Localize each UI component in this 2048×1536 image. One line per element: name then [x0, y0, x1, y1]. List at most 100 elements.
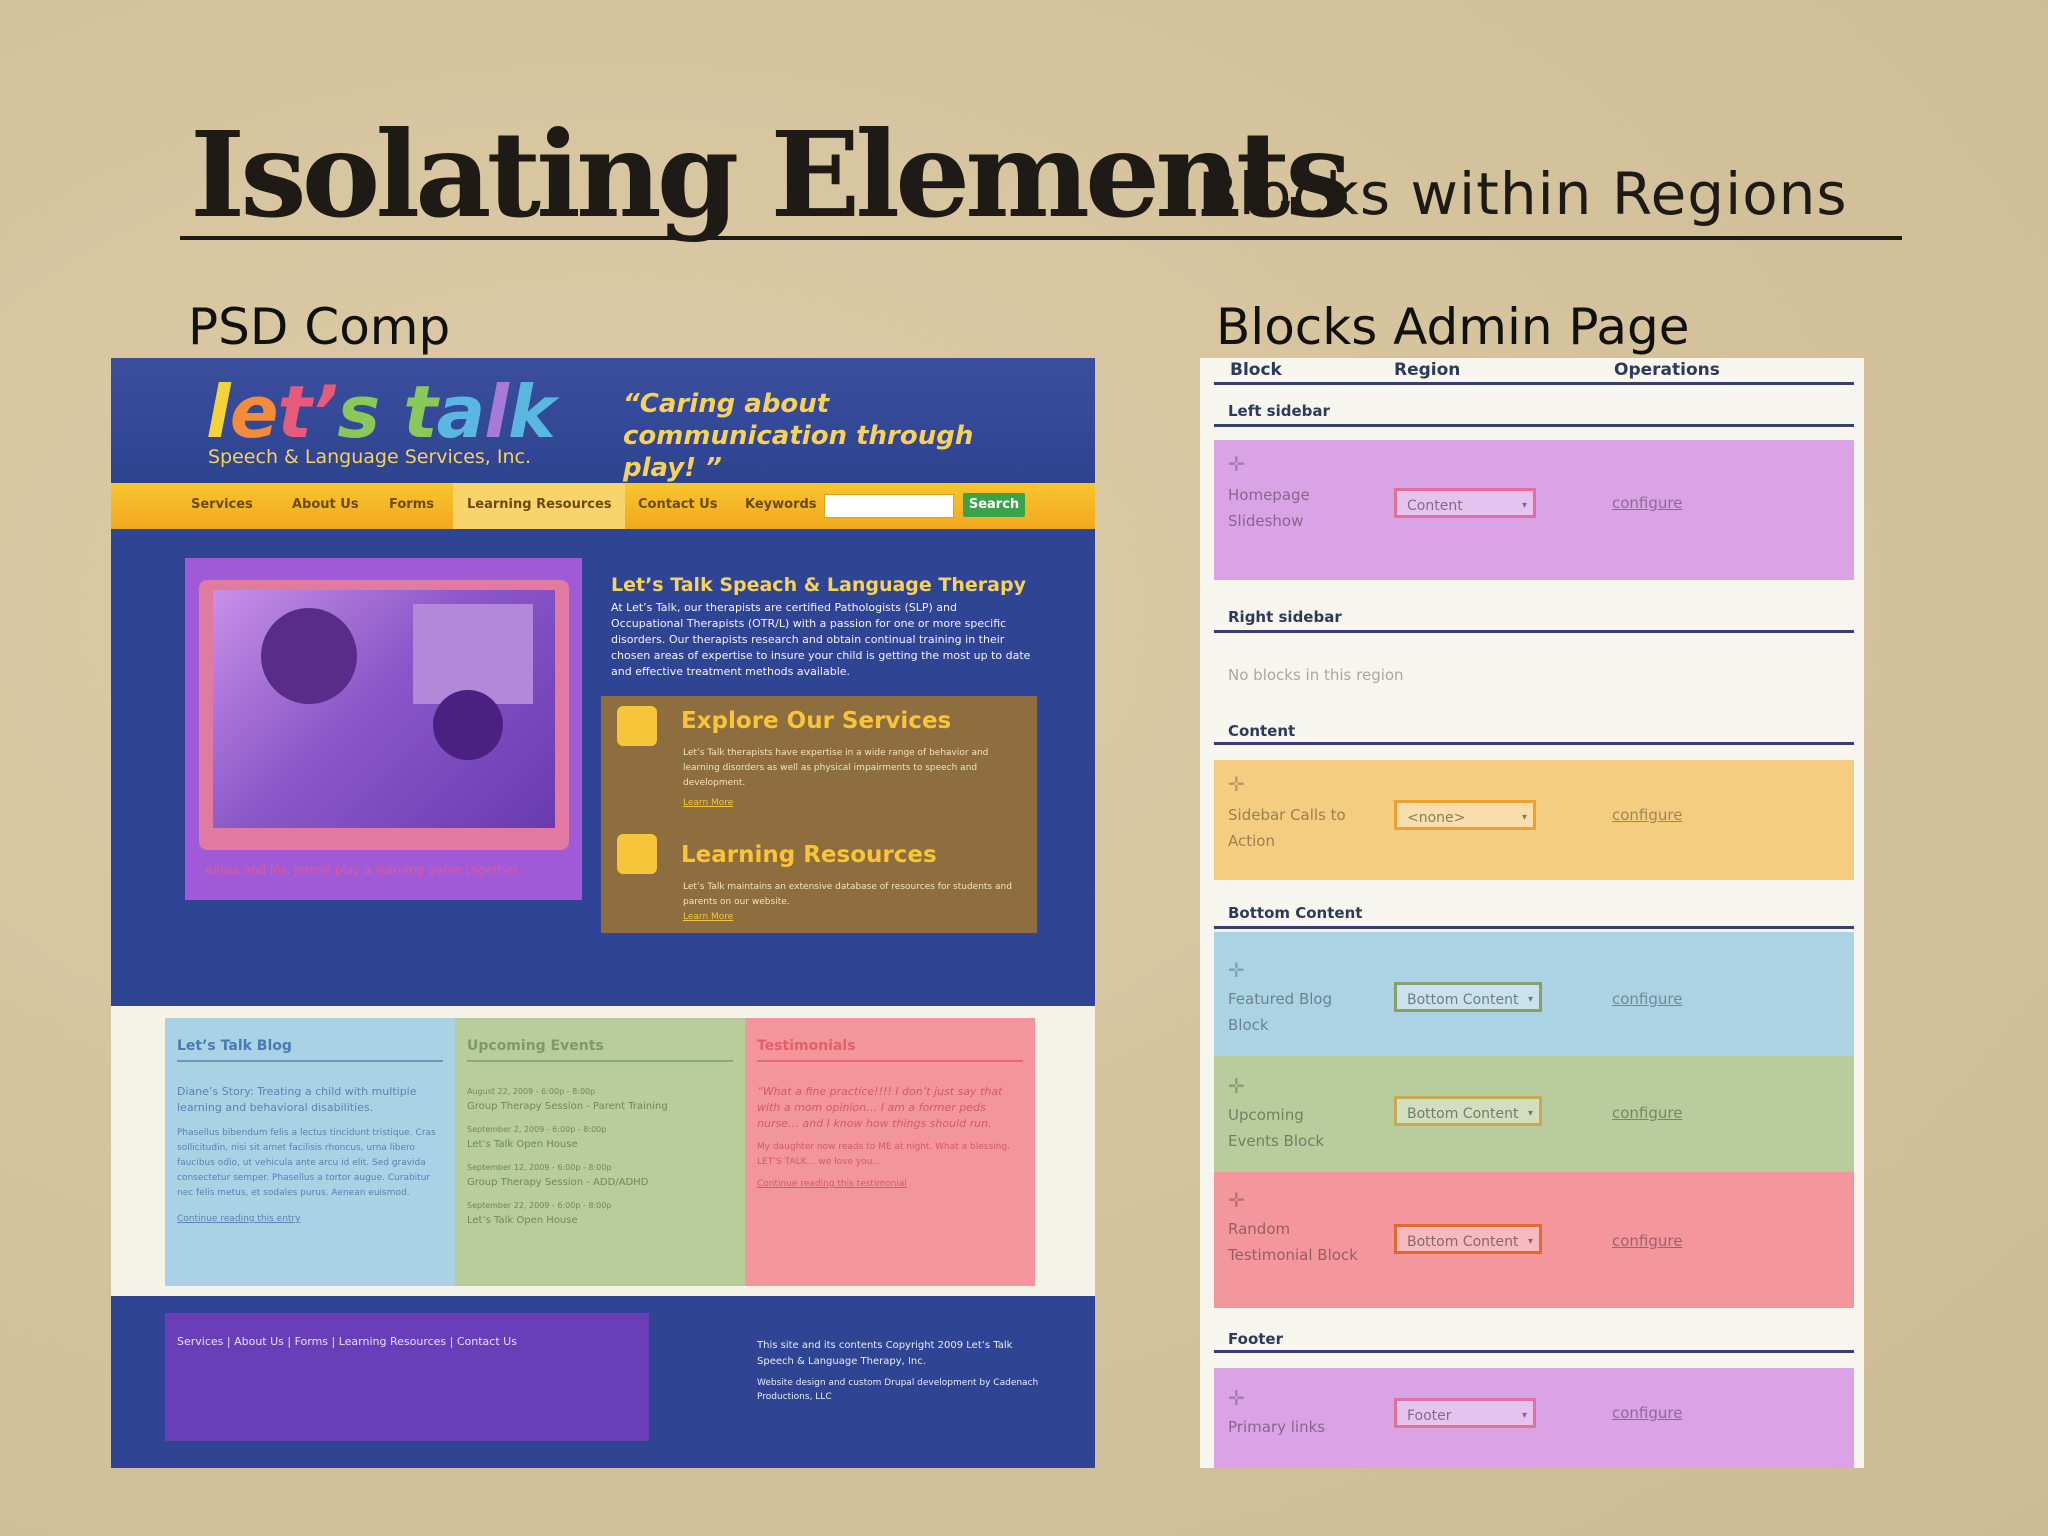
region-select[interactable]: Content▾: [1394, 488, 1536, 518]
keywords-input[interactable]: [824, 494, 954, 518]
col-header-block: Block: [1230, 360, 1282, 380]
nav-forms[interactable]: Forms: [389, 497, 434, 512]
region-select[interactable]: Bottom Content▾: [1394, 982, 1542, 1012]
footer-copyright: This site and its contents Copyright 200…: [757, 1340, 1039, 1402]
configure-link[interactable]: configure: [1612, 1232, 1683, 1250]
empty-region-message: No blocks in this region: [1228, 666, 1404, 684]
event-name[interactable]: Group Therapy Session - ADD/ADHD: [467, 1177, 649, 1188]
drag-handle-icon[interactable]: ✛: [1228, 1074, 1245, 1098]
region-bottom-content: Bottom Content: [1228, 904, 1363, 922]
blog-body: Phasellus bibendum felis a lectus tincid…: [177, 1128, 436, 1198]
chevron-down-icon: ▾: [1521, 500, 1527, 511]
col-header-region: Region: [1394, 360, 1461, 380]
testimonial-body: My daughter now reads to ME at night. Wh…: [757, 1142, 1010, 1167]
region-select[interactable]: Bottom Content▾: [1394, 1096, 1542, 1126]
psd-comp-screenshot: let’s talk Speech & Language Services, I…: [111, 358, 1095, 1468]
block-row[interactable]: ✛ Upcoming Events Block Bottom Content▾ …: [1214, 1056, 1854, 1172]
slide-title: Isolating Elements: [190, 105, 1352, 244]
promo-resources-title: Learning Resources: [681, 842, 937, 868]
event-date: September 2, 2009 - 6:00p - 8:00p: [467, 1125, 607, 1134]
testimonial-link[interactable]: Continue reading this testimonial: [757, 1179, 907, 1189]
drag-handle-icon[interactable]: ✛: [1228, 958, 1245, 982]
drag-handle-icon[interactable]: ✛: [1228, 1188, 1245, 1212]
configure-link[interactable]: configure: [1612, 1404, 1683, 1422]
testimonials-column: Testimonials “What a fine practice!!!! I…: [745, 1018, 1035, 1286]
event-date: August 22, 2009 - 6:00p - 8:00p: [467, 1087, 596, 1096]
region-content: Content: [1228, 722, 1296, 740]
promo-resources-link[interactable]: Learn More: [683, 912, 734, 922]
configure-link[interactable]: configure: [1612, 1104, 1683, 1122]
hero-photo: [213, 590, 555, 828]
title-underline: [180, 236, 1902, 240]
logo-subtitle: Speech & Language Services, Inc.: [208, 446, 532, 468]
blog-title: Let’s Talk Blog: [177, 1038, 292, 1054]
photo-caption: Alissa and Ms. Jennie play a learning ga…: [205, 863, 518, 877]
configure-link[interactable]: configure: [1612, 494, 1683, 512]
block-name: Featured Blog Block: [1228, 990, 1333, 1034]
promo-box: Explore Our Services Let’s Talk therapis…: [601, 696, 1037, 933]
drag-handle-icon[interactable]: ✛: [1228, 1386, 1245, 1410]
puzzle-icon: [617, 706, 657, 746]
chevron-down-icon: ▾: [1521, 812, 1527, 823]
puzzle-icon: [617, 834, 657, 874]
drag-handle-icon[interactable]: ✛: [1228, 772, 1245, 796]
region-select[interactable]: Bottom Content▾: [1394, 1224, 1542, 1254]
testimonial-quote: “What a fine practice!!!! I don’t just s…: [757, 1085, 1003, 1130]
psd-comp-label: PSD Comp: [188, 298, 451, 356]
blog-lead: Diane’s Story: Treating a child with mul…: [177, 1085, 417, 1114]
promo-services-link[interactable]: Learn More: [683, 798, 734, 808]
block-name: Random Testimonial Block: [1228, 1220, 1358, 1264]
event-date: September 12, 2009 - 6:00p - 8:00p: [467, 1163, 612, 1172]
configure-link[interactable]: configure: [1612, 806, 1683, 824]
nav-about[interactable]: About Us: [292, 497, 359, 512]
chevron-down-icon: ▾: [1527, 1236, 1533, 1247]
region-left-sidebar: Left sidebar: [1228, 402, 1330, 420]
event-name[interactable]: Group Therapy Session - Parent Training: [467, 1101, 668, 1112]
blog-link[interactable]: Continue reading this entry: [177, 1214, 301, 1224]
slide-subtitle: Blocks within Regions: [1198, 160, 1848, 228]
nav-contact[interactable]: Contact Us: [638, 497, 718, 512]
events-title: Upcoming Events: [467, 1038, 604, 1054]
block-name: Homepage Slideshow: [1228, 486, 1310, 530]
block-row[interactable]: ✛ Featured Blog Block Bottom Content▾ co…: [1214, 932, 1854, 1056]
testimonials-title: Testimonials: [757, 1038, 856, 1054]
chevron-down-icon: ▾: [1527, 1108, 1533, 1119]
footer-links[interactable]: Services | About Us | Forms | Learning R…: [177, 1335, 517, 1348]
blocks-admin-screenshot: Block Region Operations Left sidebar ✛ H…: [1200, 358, 1864, 1468]
block-row[interactable]: ✛ Random Testimonial Block Bottom Conten…: [1214, 1172, 1854, 1308]
site-tagline: “Caring about communication through play…: [623, 389, 974, 483]
footer-box: Services | About Us | Forms | Learning R…: [165, 1313, 649, 1441]
keywords-label: Keywords: [745, 497, 817, 512]
intro-title: Let’s Talk Speach & Language Therapy: [611, 574, 1026, 596]
block-name: Sidebar Calls to Action: [1228, 806, 1346, 850]
blocks-admin-label: Blocks Admin Page: [1216, 298, 1690, 356]
region-footer: Footer: [1228, 1330, 1283, 1348]
site-header: let’s talk Speech & Language Services, I…: [111, 358, 1095, 483]
nav-services[interactable]: Services: [191, 497, 253, 512]
region-right-sidebar: Right sidebar: [1228, 608, 1342, 626]
event-name[interactable]: Let’s Talk Open House: [467, 1215, 578, 1226]
drag-handle-icon[interactable]: ✛: [1228, 452, 1245, 476]
nav-active-highlight: [453, 483, 625, 529]
block-row[interactable]: ✛ Sidebar Calls to Action <none>▾ config…: [1214, 760, 1854, 880]
region-select[interactable]: Footer▾: [1394, 1398, 1536, 1428]
configure-link[interactable]: configure: [1612, 990, 1683, 1008]
site-nav: Services About Us Forms Learning Resourc…: [111, 483, 1095, 529]
region-select[interactable]: <none>▾: [1394, 800, 1536, 830]
promo-services-body: Let’s Talk therapists have expertise in …: [683, 748, 989, 788]
chevron-down-icon: ▾: [1527, 994, 1533, 1005]
event-name[interactable]: Let’s Talk Open House: [467, 1139, 578, 1150]
block-name: Primary links: [1228, 1418, 1326, 1436]
promo-resources-body: Let’s Talk maintains an extensive databa…: [683, 882, 1012, 907]
block-row[interactable]: ✛ Homepage Slideshow Content▾ configure: [1214, 440, 1854, 580]
intro-body: At Let’s Talk, our therapists are certif…: [611, 601, 1031, 678]
block-name: Upcoming Events Block: [1228, 1106, 1325, 1150]
chevron-down-icon: ▾: [1521, 1410, 1527, 1421]
block-row[interactable]: ✛ Primary links Footer▾ configure: [1214, 1368, 1854, 1468]
search-button[interactable]: Search: [963, 493, 1025, 517]
photo-frame: Alissa and Ms. Jennie play a learning ga…: [185, 558, 582, 900]
nav-learning-resources[interactable]: Learning Resources: [467, 497, 612, 512]
promo-services-title: Explore Our Services: [681, 708, 952, 734]
site-logo: let’s talk: [206, 370, 556, 454]
event-date: September 22, 2009 - 6:00p - 8:00p: [467, 1201, 612, 1210]
